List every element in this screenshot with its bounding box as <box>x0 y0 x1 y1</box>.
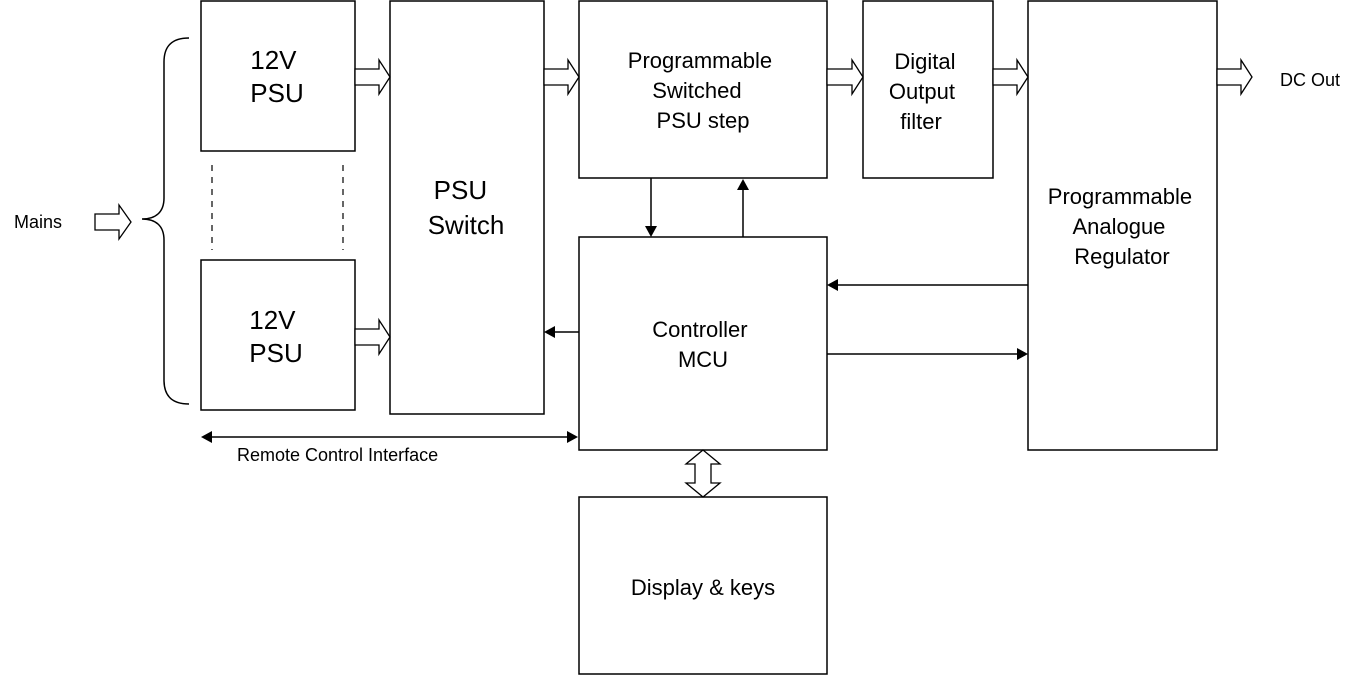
controller-to-regulator-arrowhead <box>1017 348 1028 360</box>
mains-label: Mains <box>14 212 62 232</box>
dc-out-label: DC Out <box>1280 70 1340 90</box>
psu-switch-label: PSU Switch <box>428 175 505 240</box>
psu-bottom-label: 12V PSU <box>249 305 303 368</box>
mains-input-arrow <box>94 202 132 242</box>
remote-interface-left-arrowhead <box>201 431 212 443</box>
switch-to-step-arrow <box>543 57 580 97</box>
controller-display-bus-arrow <box>684 449 722 498</box>
step-to-controller-arrowhead <box>645 226 657 237</box>
analogue-regulator-block <box>1027 0 1218 451</box>
controller-block <box>578 236 828 451</box>
controller-label: Controller MCU <box>652 317 754 372</box>
psu-top-block <box>200 0 356 152</box>
psu-group-brace <box>141 37 190 405</box>
regulator-to-controller-arrowhead <box>827 279 838 291</box>
remote-interface-label: Remote Control Interface <box>237 445 438 465</box>
dc-output-arrow <box>1216 57 1253 97</box>
filter-to-regulator-arrow <box>992 57 1029 97</box>
controller-to-switch-arrowhead <box>544 326 555 338</box>
step-to-filter-arrow <box>826 57 864 97</box>
psu-bottom-to-switch-arrow <box>354 317 391 357</box>
output-filter-block <box>862 0 994 179</box>
switched-step-block <box>578 0 828 179</box>
analogue-regulator-label: Programmable Analogue Regulator <box>1048 184 1198 269</box>
psu-top-label: 12V PSU <box>250 45 304 108</box>
output-filter-label: Digital Output filter <box>889 49 962 134</box>
controller-to-step-arrowhead <box>737 179 749 190</box>
psu-top-to-switch-arrow <box>354 57 391 97</box>
display-block <box>578 496 828 675</box>
display-label: Display & keys <box>631 575 775 600</box>
psu-switch-block <box>389 0 545 415</box>
remote-interface-right-arrowhead <box>567 431 578 443</box>
psu-bottom-block <box>200 259 356 411</box>
switched-step-label: Programmable Switched PSU step <box>628 48 778 133</box>
